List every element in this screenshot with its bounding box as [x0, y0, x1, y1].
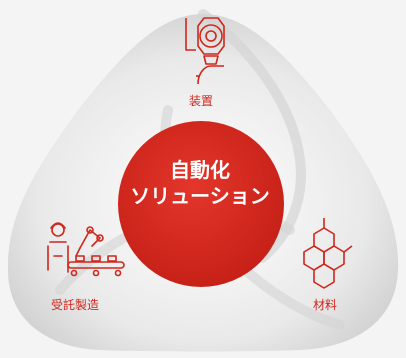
robot-arm-conveyor-icon: [47, 222, 125, 277]
valve-gear-icon: [185, 17, 225, 85]
label-materials: 材料: [312, 298, 337, 312]
label-equipment: 装置: [188, 94, 213, 108]
center-circle: [118, 121, 284, 287]
label-contract-manufacturing: 受託製造: [50, 298, 99, 312]
center-title-line2: ソリューション: [130, 184, 270, 208]
center-title: 自動化 ソリューション: [116, 157, 284, 209]
hexagon-molecule-icon: [303, 218, 353, 289]
center-title-line1: 自動化: [170, 158, 230, 182]
